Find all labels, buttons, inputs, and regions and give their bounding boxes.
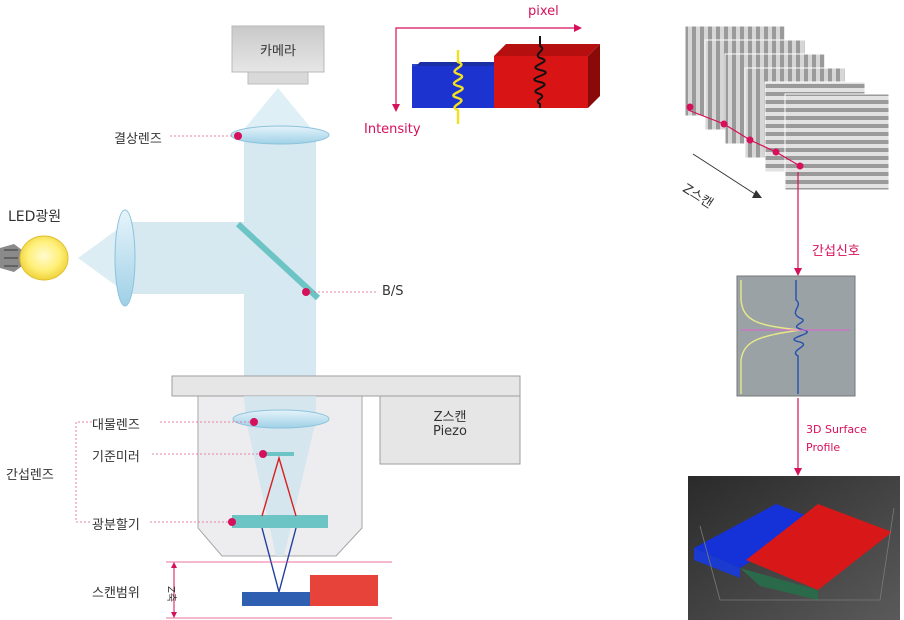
led-label: LED광원 <box>8 209 62 225</box>
bs-label: B/S <box>382 284 404 299</box>
imaging-lens <box>230 125 330 145</box>
leader-lines <box>75 135 378 523</box>
stack-dots <box>686 103 804 170</box>
imaging-lens-label: 결상렌즈 <box>114 132 162 147</box>
stage-plate <box>171 375 521 397</box>
z-axis-label: Z축 <box>165 586 176 603</box>
mirror-label: 기준미러 <box>92 450 140 465</box>
camera-icon <box>231 25 325 85</box>
yellow-signal <box>452 50 464 124</box>
scan-range-label: 스캔범위 <box>92 586 140 601</box>
led-lens <box>114 209 136 307</box>
splitter-plate <box>232 515 328 528</box>
piezo-label-2: Piezo <box>433 424 467 439</box>
surface-label-1: 3D Surface <box>806 423 867 436</box>
objective-lens <box>232 409 330 429</box>
piezo-box <box>379 395 521 465</box>
zscan-arrow <box>692 153 759 197</box>
sample-blue <box>242 592 310 606</box>
image-stack <box>684 25 890 191</box>
pixel-label: pixel <box>528 4 559 19</box>
objective-cone <box>244 396 316 556</box>
interference-lens-label: 간섭렌즈 <box>6 468 54 483</box>
surface-render <box>688 476 900 620</box>
signal-label: 간섭신호 <box>812 244 860 259</box>
bulb-icon <box>0 235 69 281</box>
camera-label: 카메라 <box>260 44 296 59</box>
objective-label: 대물렌즈 <box>92 418 140 433</box>
splitter-label: 광분할기 <box>92 518 140 533</box>
beam-splitter <box>235 221 321 301</box>
surface-label-2: Profile <box>806 441 841 454</box>
signal-plot <box>736 275 856 397</box>
intensity-label: Intensity <box>364 122 421 137</box>
axis-lines <box>395 27 574 110</box>
sample-red <box>310 575 378 606</box>
height-blocks <box>412 44 600 108</box>
marker-dots <box>228 132 310 526</box>
ref-ray <box>261 455 297 517</box>
black-signal <box>533 36 547 108</box>
piezo-label-1: Z스캔 <box>433 410 467 425</box>
